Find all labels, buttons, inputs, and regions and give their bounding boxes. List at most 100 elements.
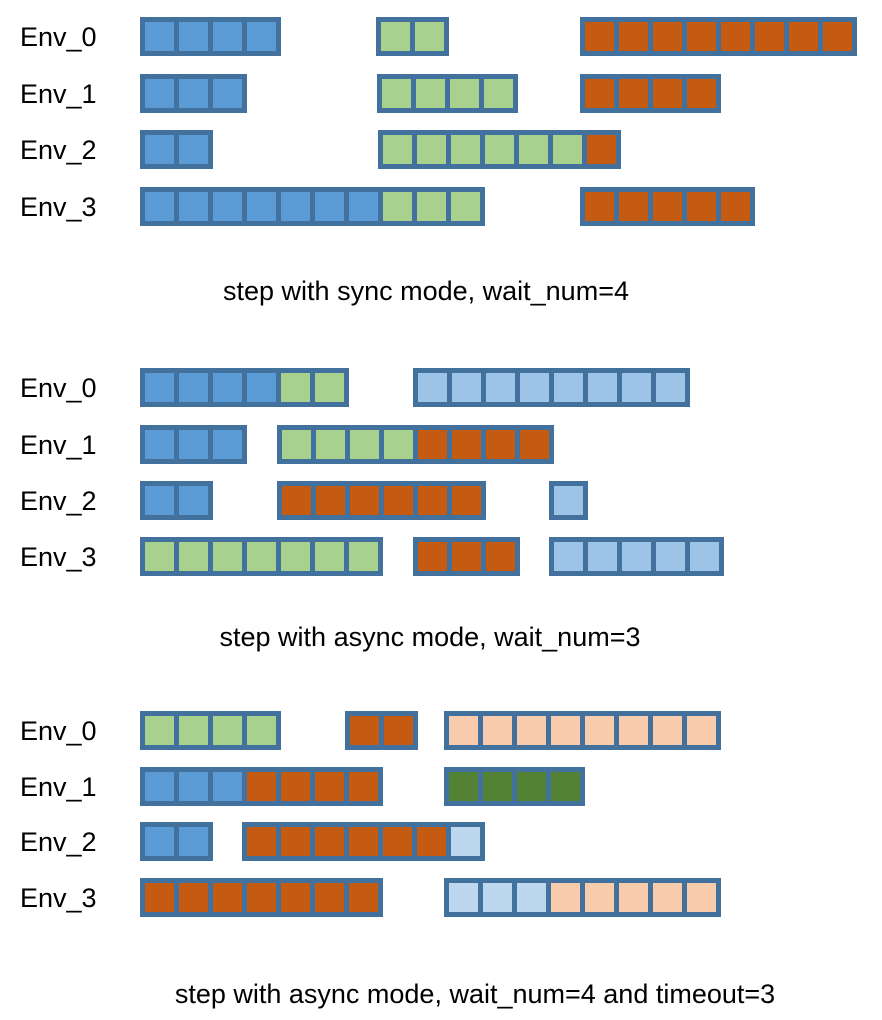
- step-square-green: [145, 716, 174, 745]
- step-square-orange: [687, 192, 716, 221]
- step-square-green: [315, 542, 344, 571]
- step-square-peach: [619, 883, 648, 912]
- step-square-green: [383, 135, 412, 164]
- step-square-orange: [687, 22, 716, 51]
- env-label: Env_2: [20, 135, 97, 165]
- step-bar: [377, 74, 518, 113]
- step-square-blue: [247, 373, 276, 402]
- step-square-orange: [823, 22, 852, 51]
- step-square-orange: [619, 79, 648, 108]
- step-square-blue: [213, 373, 242, 402]
- step-square-peach: [653, 883, 682, 912]
- step-square-orange: [418, 542, 447, 571]
- step-square-orange: [282, 486, 311, 515]
- env-label: Env_1: [20, 430, 97, 460]
- step-square-blue: [145, 486, 174, 515]
- env-label: Env_3: [20, 883, 97, 913]
- step-square-lightblue: [520, 373, 549, 402]
- step-square-lightblue: [554, 373, 583, 402]
- step-square-orange: [587, 135, 616, 164]
- step-square-paleblue: [483, 883, 512, 912]
- step-bar: [413, 537, 520, 576]
- step-square-peach: [653, 716, 682, 745]
- step-square-orange: [585, 192, 614, 221]
- step-square-lightblue: [656, 373, 685, 402]
- step-square-blue: [145, 79, 174, 108]
- step-square-peach: [585, 883, 614, 912]
- step-square-green: [281, 542, 310, 571]
- step-square-orange: [653, 192, 682, 221]
- step-square-orange: [417, 827, 446, 856]
- step-bar: [277, 481, 486, 520]
- step-square-blue: [145, 772, 174, 801]
- step-square-lightblue: [486, 373, 515, 402]
- step-square-blue: [213, 79, 242, 108]
- step-square-orange: [281, 827, 310, 856]
- step-square-lightblue: [588, 542, 617, 571]
- step-square-green: [382, 79, 411, 108]
- env-label: Env_1: [20, 79, 97, 109]
- step-square-green: [247, 716, 276, 745]
- step-square-green: [315, 373, 344, 402]
- step-square-orange: [619, 192, 648, 221]
- env-label: Env_1: [20, 772, 97, 802]
- step-square-paleblue: [451, 827, 480, 856]
- step-square-orange: [383, 827, 412, 856]
- step-bar: [277, 425, 554, 464]
- step-bar: [140, 822, 213, 861]
- step-square-orange: [281, 883, 310, 912]
- step-square-lightblue: [690, 542, 719, 571]
- step-square-blue: [247, 192, 276, 221]
- step-bar: [140, 711, 281, 750]
- step-square-blue: [349, 192, 378, 221]
- step-square-blue: [315, 192, 344, 221]
- step-square-orange: [247, 827, 276, 856]
- step-square-blue: [179, 430, 208, 459]
- step-square-green: [282, 430, 311, 459]
- step-square-blue: [145, 22, 174, 51]
- step-bar: [140, 425, 247, 464]
- step-square-orange: [653, 79, 682, 108]
- step-square-orange: [247, 883, 276, 912]
- step-square-orange: [315, 827, 344, 856]
- step-square-peach: [687, 716, 716, 745]
- step-square-orange: [585, 22, 614, 51]
- step-square-darkgreen: [551, 772, 580, 801]
- step-bar: [549, 537, 724, 576]
- step-bar: [242, 822, 485, 861]
- step-square-peach: [483, 716, 512, 745]
- step-square-green: [553, 135, 582, 164]
- step-square-blue: [213, 192, 242, 221]
- step-square-orange: [486, 542, 515, 571]
- step-bar: [140, 481, 213, 520]
- step-square-blue: [179, 827, 208, 856]
- env-label: Env_2: [20, 827, 97, 857]
- step-square-orange: [145, 883, 174, 912]
- step-square-orange: [349, 883, 378, 912]
- step-square-orange: [418, 486, 447, 515]
- step-bar: [376, 17, 449, 56]
- step-square-orange: [418, 430, 447, 459]
- step-square-darkgreen: [517, 772, 546, 801]
- step-square-peach: [551, 883, 580, 912]
- step-square-green: [179, 716, 208, 745]
- step-square-orange: [349, 827, 378, 856]
- panel-caption: step with async mode, wait_num=3: [219, 622, 641, 652]
- step-bar: [444, 767, 585, 806]
- env-label: Env_3: [20, 192, 97, 222]
- step-square-lightblue: [554, 486, 583, 515]
- step-square-blue: [179, 486, 208, 515]
- step-square-green: [450, 79, 479, 108]
- step-square-orange: [755, 22, 784, 51]
- step-square-peach: [551, 716, 580, 745]
- panel-caption: step with sync mode, wait_num=4: [223, 276, 629, 306]
- step-square-green: [451, 192, 480, 221]
- step-square-blue: [179, 135, 208, 164]
- step-square-orange: [452, 542, 481, 571]
- step-square-green: [350, 430, 379, 459]
- step-square-lightblue: [418, 373, 447, 402]
- step-bar: [444, 878, 721, 917]
- step-bar: [140, 187, 485, 226]
- panel-caption: step with async mode, wait_num=4 and tim…: [174, 979, 776, 1009]
- step-square-blue: [179, 192, 208, 221]
